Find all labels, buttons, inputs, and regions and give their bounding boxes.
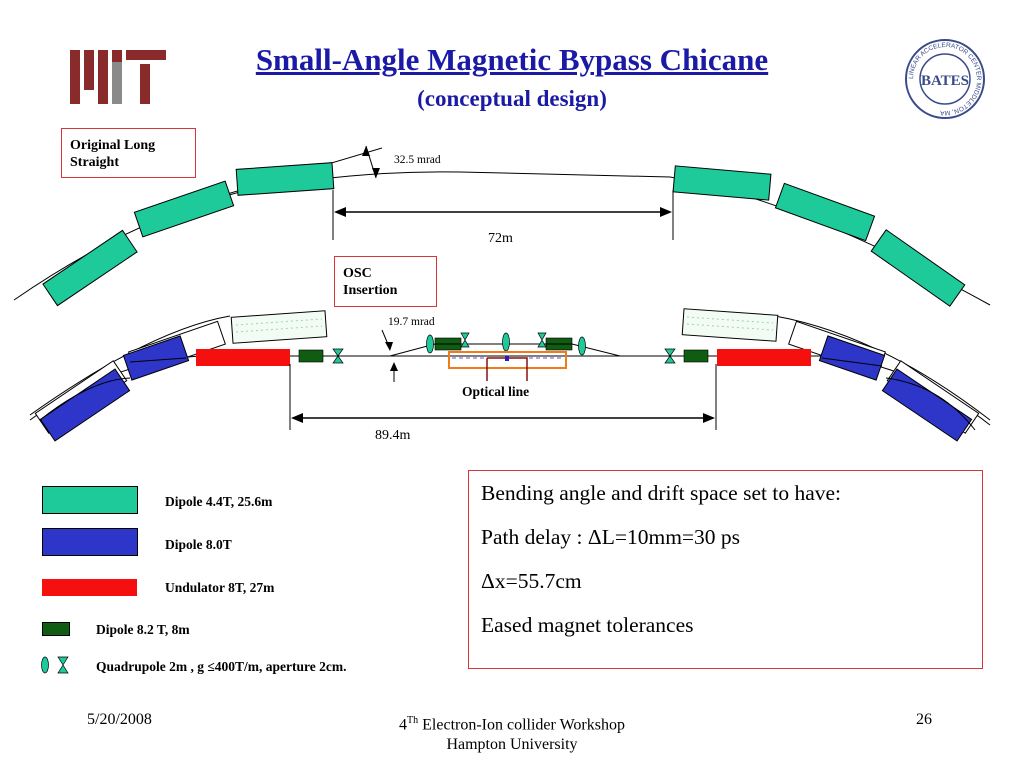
top-dipole-2 bbox=[133, 180, 235, 238]
legend-label-dipole-44t: Dipole 4.4T, 25.6m bbox=[165, 494, 273, 509]
footer-venue: Hampton University bbox=[446, 736, 578, 754]
small-dipole-1 bbox=[298, 349, 324, 363]
osc-insertion-box: OSC Insertion bbox=[334, 256, 437, 307]
bates-logo: BATES LINEAR ACCELERATOR CENTER MIDDLETO… bbox=[904, 38, 986, 120]
legend-label-dipole-82t: Dipole 8.2 T, 8m bbox=[96, 622, 190, 637]
optical-line-box bbox=[448, 351, 567, 369]
small-dipole-4 bbox=[683, 349, 709, 363]
legend-swatch-dipole-82t bbox=[42, 622, 70, 636]
bates-logo-text: BATES bbox=[921, 73, 969, 89]
blue-dipole-3 bbox=[818, 335, 886, 381]
osc-insertion-text: OSC Insertion bbox=[343, 266, 398, 298]
angle-bottom-label: 19.7 mrad bbox=[388, 316, 435, 328]
info-box: Bending angle and drift space set to hav… bbox=[468, 470, 983, 669]
legend-label-quadrupole: Quadrupole 2m , g ≤400T/m, aperture 2cm. bbox=[96, 659, 347, 674]
blue-dipole-2 bbox=[122, 335, 190, 381]
footer-date: 5/20/2008 bbox=[87, 711, 152, 728]
quad-1 bbox=[332, 348, 344, 364]
top-dipole-group bbox=[42, 162, 966, 307]
top-dipole-3 bbox=[235, 162, 335, 196]
legend-swatch-quadrupole bbox=[41, 656, 69, 674]
original-long-straight-text: Original Long Straight bbox=[70, 138, 156, 170]
chicane-diagram: 32.5 mrad 72m bbox=[13, 145, 991, 443]
quad-3 bbox=[460, 332, 470, 348]
footer-event: 4Th Electron-Ion collider Workshop Hampt… bbox=[0, 711, 1024, 755]
top-dipole-6 bbox=[870, 229, 966, 307]
footer-event-sup: Th bbox=[407, 715, 419, 726]
angle-top-label: 32.5 mrad bbox=[394, 154, 441, 166]
quad-7 bbox=[664, 348, 676, 364]
undulator-left bbox=[196, 349, 290, 366]
slide-subtitle: (conceptual design) bbox=[417, 86, 607, 111]
quad-5 bbox=[537, 332, 547, 348]
legend-swatch-undulator bbox=[42, 579, 137, 596]
info-line-4: Eased magnet tolerances bbox=[481, 613, 694, 637]
footer-page-number: 26 bbox=[916, 711, 932, 728]
footer-event-num: 4 bbox=[399, 716, 408, 734]
ghost-dotted-dipole-1 bbox=[230, 310, 328, 344]
info-line-2: Path delay : ΔL=10mm=30 ps bbox=[481, 525, 741, 549]
top-dipole-5 bbox=[774, 182, 876, 242]
quad-6 bbox=[578, 336, 586, 356]
legend-label-undulator: Undulator 8T, 27m bbox=[165, 580, 275, 595]
quad-2 bbox=[426, 334, 434, 354]
ghost-dotted-dipole-2 bbox=[681, 308, 779, 342]
info-line-1: Bending angle and drift space set to hav… bbox=[481, 481, 842, 505]
mit-logo bbox=[70, 50, 166, 104]
legend-swatch-dipole-44t bbox=[42, 486, 138, 514]
original-long-straight-box: Original Long Straight bbox=[61, 128, 196, 178]
top-dipole-4 bbox=[672, 165, 772, 201]
footer-event-rest: Electron-Ion collider Workshop bbox=[418, 716, 625, 734]
length-bottom-label: 89.4m bbox=[375, 428, 411, 443]
length-top-label: 72m bbox=[488, 231, 513, 246]
legend-label-dipole-80t: Dipole 8.0T bbox=[165, 537, 232, 552]
info-line-3: Δx=55.7cm bbox=[481, 569, 582, 593]
undulator-right bbox=[717, 349, 811, 366]
slide-title: Small-Angle Magnetic Bypass Chicane bbox=[255, 42, 769, 77]
legend-swatch-dipole-80t bbox=[42, 528, 138, 556]
quad-4 bbox=[502, 332, 510, 352]
top-dipole-1 bbox=[42, 229, 138, 307]
optical-line-label: Optical line bbox=[462, 384, 529, 399]
